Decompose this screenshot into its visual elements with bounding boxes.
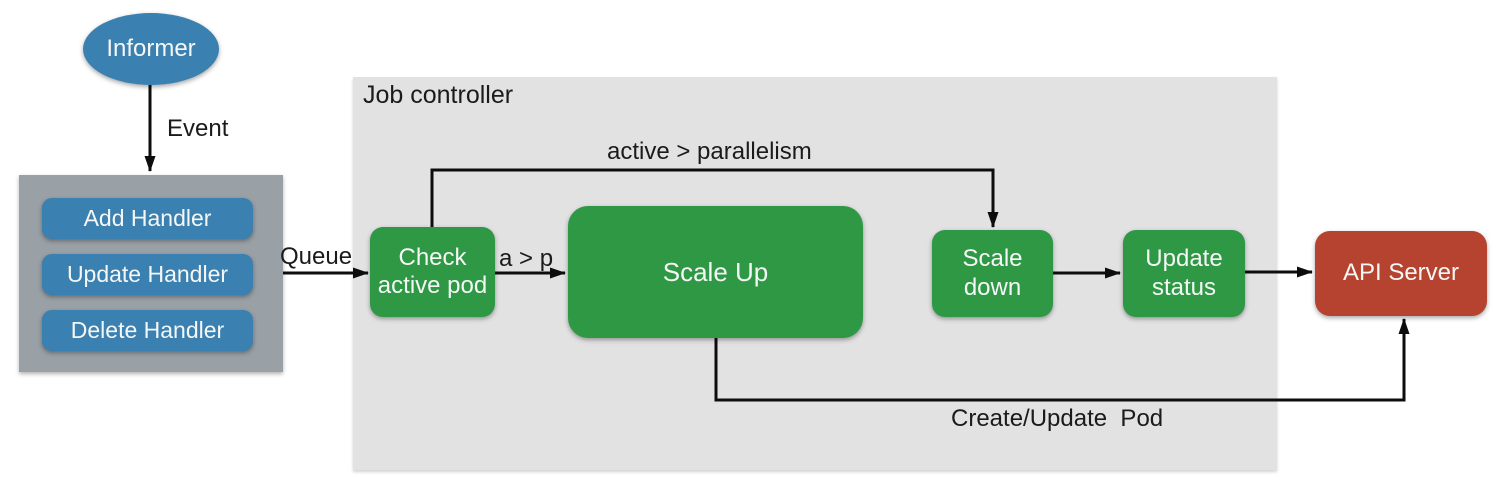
- scale-up-node: Scale Up: [568, 206, 863, 338]
- delete-handler-node: Delete Handler: [42, 310, 253, 351]
- queue-label: Queue: [280, 243, 353, 270]
- check-active-pod-node: Check active pod: [370, 227, 495, 317]
- update-handler-node: Update Handler: [42, 254, 253, 295]
- job-controller-title: Job controller: [363, 81, 514, 109]
- update-status-node: Update status: [1123, 230, 1245, 317]
- a-gt-p-label: a > p: [499, 245, 554, 272]
- add-handler-node: Add Handler: [42, 198, 253, 239]
- event-label: Event: [167, 115, 229, 142]
- scale-down-node: Scale down: [932, 230, 1053, 317]
- api-server-node: API Server: [1315, 231, 1487, 316]
- active-parallelism-label: active > parallelism: [607, 138, 812, 165]
- informer-node: Informer: [83, 13, 219, 85]
- create-update-pod-label: Create/Update Pod: [951, 405, 1164, 432]
